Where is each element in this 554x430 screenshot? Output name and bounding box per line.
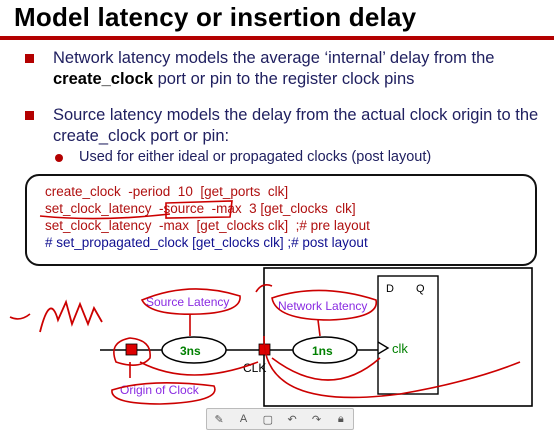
annotation-toolbar: ✎ A ▢ ↶ ↷ 🔒︎	[206, 408, 354, 430]
lock-icon[interactable]: 🔒︎	[337, 412, 344, 425]
origin-pin	[125, 343, 138, 356]
code-line-4: # set_propagated_clock [get_clocks clk] …	[45, 235, 368, 250]
bullet-text: Network latency models the average ‘inte…	[53, 48, 545, 90]
code-line-3: set_clock_latency -max [get_clocks clk] …	[45, 218, 370, 233]
network-arrow	[317, 319, 321, 337]
network-delay-value: 1ns	[312, 344, 333, 358]
top-scribble	[255, 284, 273, 293]
title-rule	[0, 36, 554, 40]
origin-label-circle	[111, 382, 216, 405]
flip-flop-box	[263, 267, 533, 407]
register-box	[377, 275, 439, 395]
undo-icon[interactable]: ↶	[287, 413, 297, 426]
source-flag-circle	[165, 200, 233, 219]
code-line-2: set_clock_latency -source -max 3 [get_cl…	[45, 201, 356, 216]
network-latency-label: Network Latency	[278, 299, 367, 313]
ff-clk-label: clk	[392, 341, 408, 356]
ff-q-label: Q	[416, 283, 425, 295]
underline-annotation	[39, 213, 171, 220]
bullet-source-latency: Source latency models the delay from the…	[25, 105, 545, 147]
eraser-icon[interactable]: ▢	[262, 413, 274, 426]
origin-circle	[113, 337, 151, 366]
source-latency-label: Source Latency	[146, 295, 229, 309]
source-delay-value: 3ns	[180, 344, 201, 358]
network-span-arc-outer	[263, 335, 521, 399]
sub-bullet-text: Used for either ideal or propagated cloc…	[79, 149, 432, 165]
origin-label: Origin of Clock	[120, 383, 200, 397]
bullet-square-icon	[25, 111, 34, 120]
clock-latency-diagram: D Q clk 3ns 1ns Source Latency Network L…	[9, 267, 533, 407]
source-span-arc	[139, 361, 259, 376]
network-span-arc	[271, 357, 381, 381]
bullet-square-icon	[25, 54, 34, 63]
bullet-dot-icon	[55, 154, 63, 162]
network-latency-circle	[271, 289, 377, 321]
bullet-text: Source latency models the delay from the…	[53, 106, 539, 145]
sub-bullet: Used for either ideal or propagated cloc…	[55, 149, 431, 165]
clock-input-triangle	[377, 341, 390, 355]
redo-icon[interactable]: ↷	[311, 413, 322, 426]
bullet-text-part: Network latency models the average ‘inte…	[53, 49, 495, 67]
network-delay-ellipse	[292, 336, 358, 364]
scribble-line	[9, 313, 31, 320]
bullet-text-part: port or pin to the register clock pins	[153, 70, 415, 88]
text-icon[interactable]: A	[239, 413, 248, 425]
slide-title: Model latency or insertion delay	[14, 2, 417, 32]
code-box	[25, 174, 537, 266]
code-line-1: create_clock -period 10 [get_ports clk]	[45, 184, 289, 199]
source-delay-ellipse	[161, 336, 227, 364]
ff-d-label: D	[386, 283, 394, 295]
clock-waveform-scribble	[39, 299, 103, 333]
source-latency-circle	[140, 288, 241, 316]
keyword-create-clock: create_clock	[53, 70, 153, 88]
pen-icon[interactable]: ✎	[214, 413, 224, 426]
code-annotations	[39, 200, 233, 220]
bullet-network-latency: Network latency models the average ‘inte…	[25, 48, 545, 90]
